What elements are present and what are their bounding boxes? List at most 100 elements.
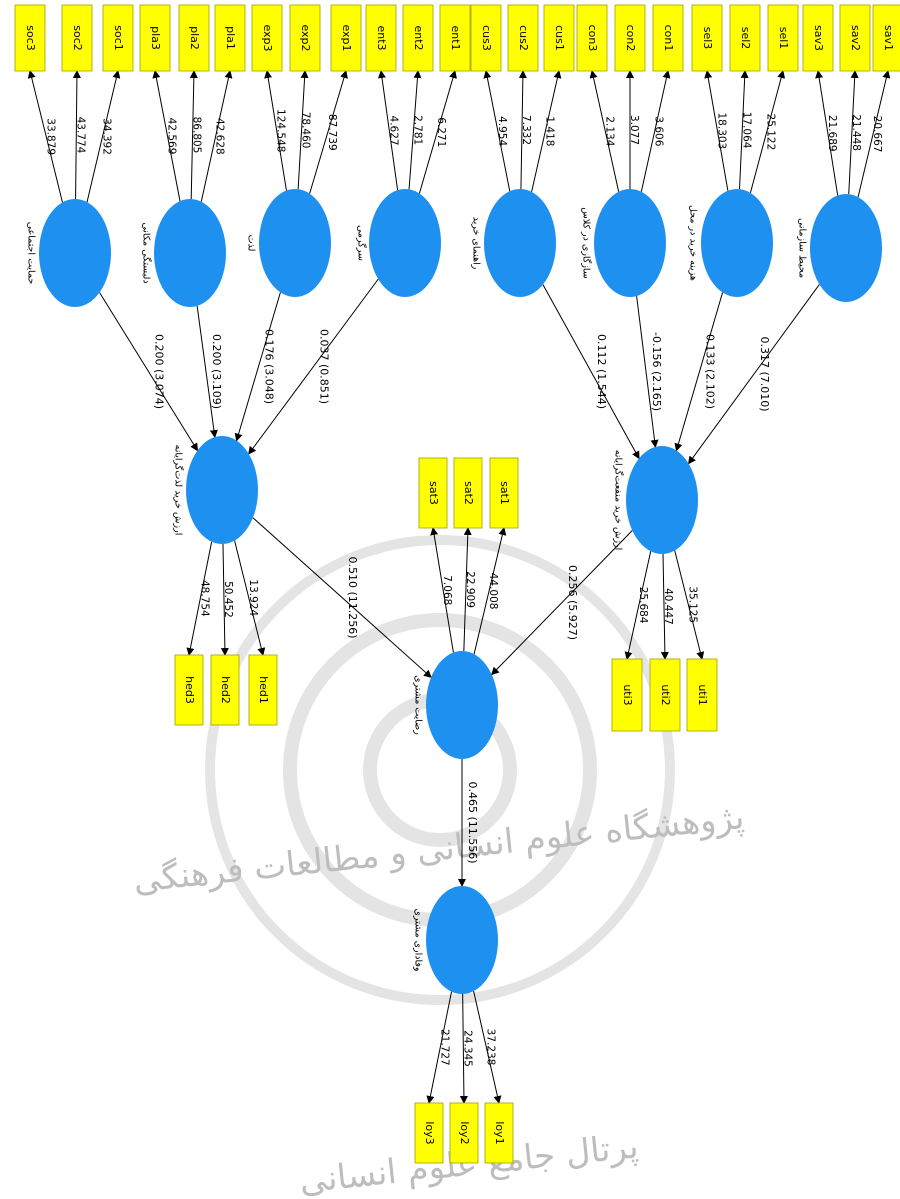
path-arrow — [542, 284, 640, 460]
path-coefficient-label: 0.200 (3.074) — [153, 334, 166, 409]
loading-arrow — [473, 527, 507, 655]
latent-label-uti: ارزش خرید منفعت‌گرایانه — [613, 450, 625, 551]
indicator-label-cus1: cus1 — [553, 25, 566, 51]
path-coefficient-label: 0.176 (3.048) — [263, 329, 276, 404]
path-coefficient-label: 0.112 (1.544) — [595, 334, 608, 409]
loading-label: 1.418 — [543, 116, 555, 146]
latent-node-hed — [186, 436, 258, 544]
loading-arrow — [531, 70, 562, 192]
path-coefficient-label: 0.037 (0.851) — [318, 329, 331, 404]
indicator-label-pla1: pla1 — [224, 26, 237, 50]
indicator-label-loy1: loy1 — [493, 1121, 506, 1144]
indicator-label-sav1: sav1 — [882, 25, 895, 51]
path-arrow — [234, 292, 281, 442]
loading-arrow — [624, 551, 652, 660]
indicator-box-uti1 — [686, 658, 718, 732]
loading-label: 50.452 — [222, 581, 234, 618]
path-arrow — [196, 305, 218, 439]
indicator-label-loy3: loy3 — [423, 1121, 436, 1144]
indicator-label-sav2: sav2 — [849, 25, 862, 51]
loading-arrow — [463, 527, 472, 652]
loading-arrow — [27, 70, 63, 203]
loading-label: 48.754 — [198, 580, 210, 617]
loading-label: 33.879 — [44, 118, 56, 155]
indicator-label-hed2: hed2 — [219, 676, 232, 704]
indicator-box-ent1 — [439, 4, 471, 72]
indicator-box-sel3 — [691, 4, 723, 72]
indicator-label-sat2: sat2 — [462, 481, 475, 505]
indicator-label-con1: con1 — [662, 25, 675, 52]
loading-label: 24.345 — [461, 1030, 473, 1067]
indicator-label-cus3: cus3 — [480, 25, 493, 51]
indicator-label-ent1: ent1 — [449, 25, 462, 50]
loading-label: 2.134 — [603, 116, 615, 146]
loading-label: 21.689 — [826, 115, 838, 152]
indicator-box-pla2 — [178, 4, 210, 72]
path-coefficient-label: 0.317 (7.010) — [758, 336, 771, 411]
indicator-label-ent2: ent2 — [412, 25, 425, 50]
indicator-box-sat2 — [453, 457, 483, 529]
loading-label: 86.805 — [191, 117, 203, 154]
latent-label-sav: هزینه خرید در محل — [688, 205, 699, 281]
indicator-box-sat3 — [418, 457, 448, 529]
indicator-box-pla1 — [214, 4, 246, 72]
loading-label: 124.548 — [275, 109, 287, 152]
latent-label-plan: لذت — [246, 235, 257, 252]
loading-label: 25.122 — [765, 114, 777, 151]
indicator-box-sel1 — [767, 4, 799, 72]
indicator-label-sat3: sat3 — [427, 481, 440, 505]
loading-label: 22.909 — [464, 571, 476, 608]
loading-arrow — [430, 527, 454, 653]
latent-label-sat: رضایت مشتری — [413, 675, 424, 735]
loading-arrow — [848, 70, 859, 195]
loading-label: 18.303 — [715, 113, 727, 150]
loading-arrow — [309, 70, 348, 194]
loading-arrow — [739, 70, 749, 190]
indicator-box-ent3 — [365, 4, 397, 72]
indicator-box-exp3 — [251, 4, 283, 72]
indicator-box-loy2 — [449, 1102, 479, 1164]
path-coefficient-label: 0.510 (11.256) — [346, 556, 359, 638]
latent-label-exp: سرگرمی — [356, 225, 368, 261]
loading-label: 37.238 — [484, 1029, 496, 1066]
indicator-label-sel1: sel1 — [777, 27, 790, 50]
path-arrow — [674, 292, 724, 452]
loading-label: 7.332 — [520, 115, 532, 145]
loading-arrow — [749, 70, 786, 194]
indicator-box-sat1 — [489, 457, 519, 529]
loading-arrow — [589, 70, 620, 192]
indicator-label-ent3: ent3 — [375, 25, 388, 50]
indicator-label-soc3: soc3 — [24, 25, 37, 51]
loading-label: 13.924 — [247, 579, 259, 616]
loading-arrow — [418, 70, 457, 194]
loading-arrow — [473, 991, 502, 1104]
indicator-label-cus2: cus2 — [517, 25, 530, 51]
loading-label: 78.460 — [300, 112, 312, 149]
indicator-label-sav3: sav3 — [812, 25, 825, 51]
indicator-box-hed2 — [210, 654, 240, 726]
latent-node-plan — [259, 189, 331, 297]
indicator-label-sel2: sel2 — [739, 27, 752, 50]
indicator-label-sel3: sel3 — [701, 27, 714, 50]
loading-label: 4.954 — [496, 116, 508, 146]
indicator-box-con1 — [652, 4, 684, 72]
latent-label-cus: راهنمای خرید — [471, 217, 482, 270]
indicator-label-hed1: hed1 — [257, 676, 270, 704]
latent-node-exp — [369, 189, 441, 297]
indicator-box-soc3 — [14, 4, 46, 72]
loading-arrow — [72, 70, 81, 200]
indicator-label-pla3: pla3 — [149, 26, 162, 50]
latent-node-env — [810, 194, 882, 302]
loading-arrow — [408, 70, 422, 190]
path-coefficient-label: -0.156 (2.165) — [650, 332, 663, 411]
indicator-box-cus2 — [507, 4, 539, 72]
indicator-label-soc1: soc1 — [112, 25, 125, 51]
loading-label: 3.077 — [628, 115, 640, 145]
indicator-box-soc1 — [102, 4, 134, 72]
path-arrow — [687, 284, 820, 465]
latent-node-place — [154, 199, 226, 307]
loading-label: 40.447 — [662, 588, 674, 625]
indicator-box-exp2 — [289, 4, 321, 72]
indicator-box-exp1 — [330, 4, 362, 72]
loading-label: 87.739 — [326, 114, 338, 151]
